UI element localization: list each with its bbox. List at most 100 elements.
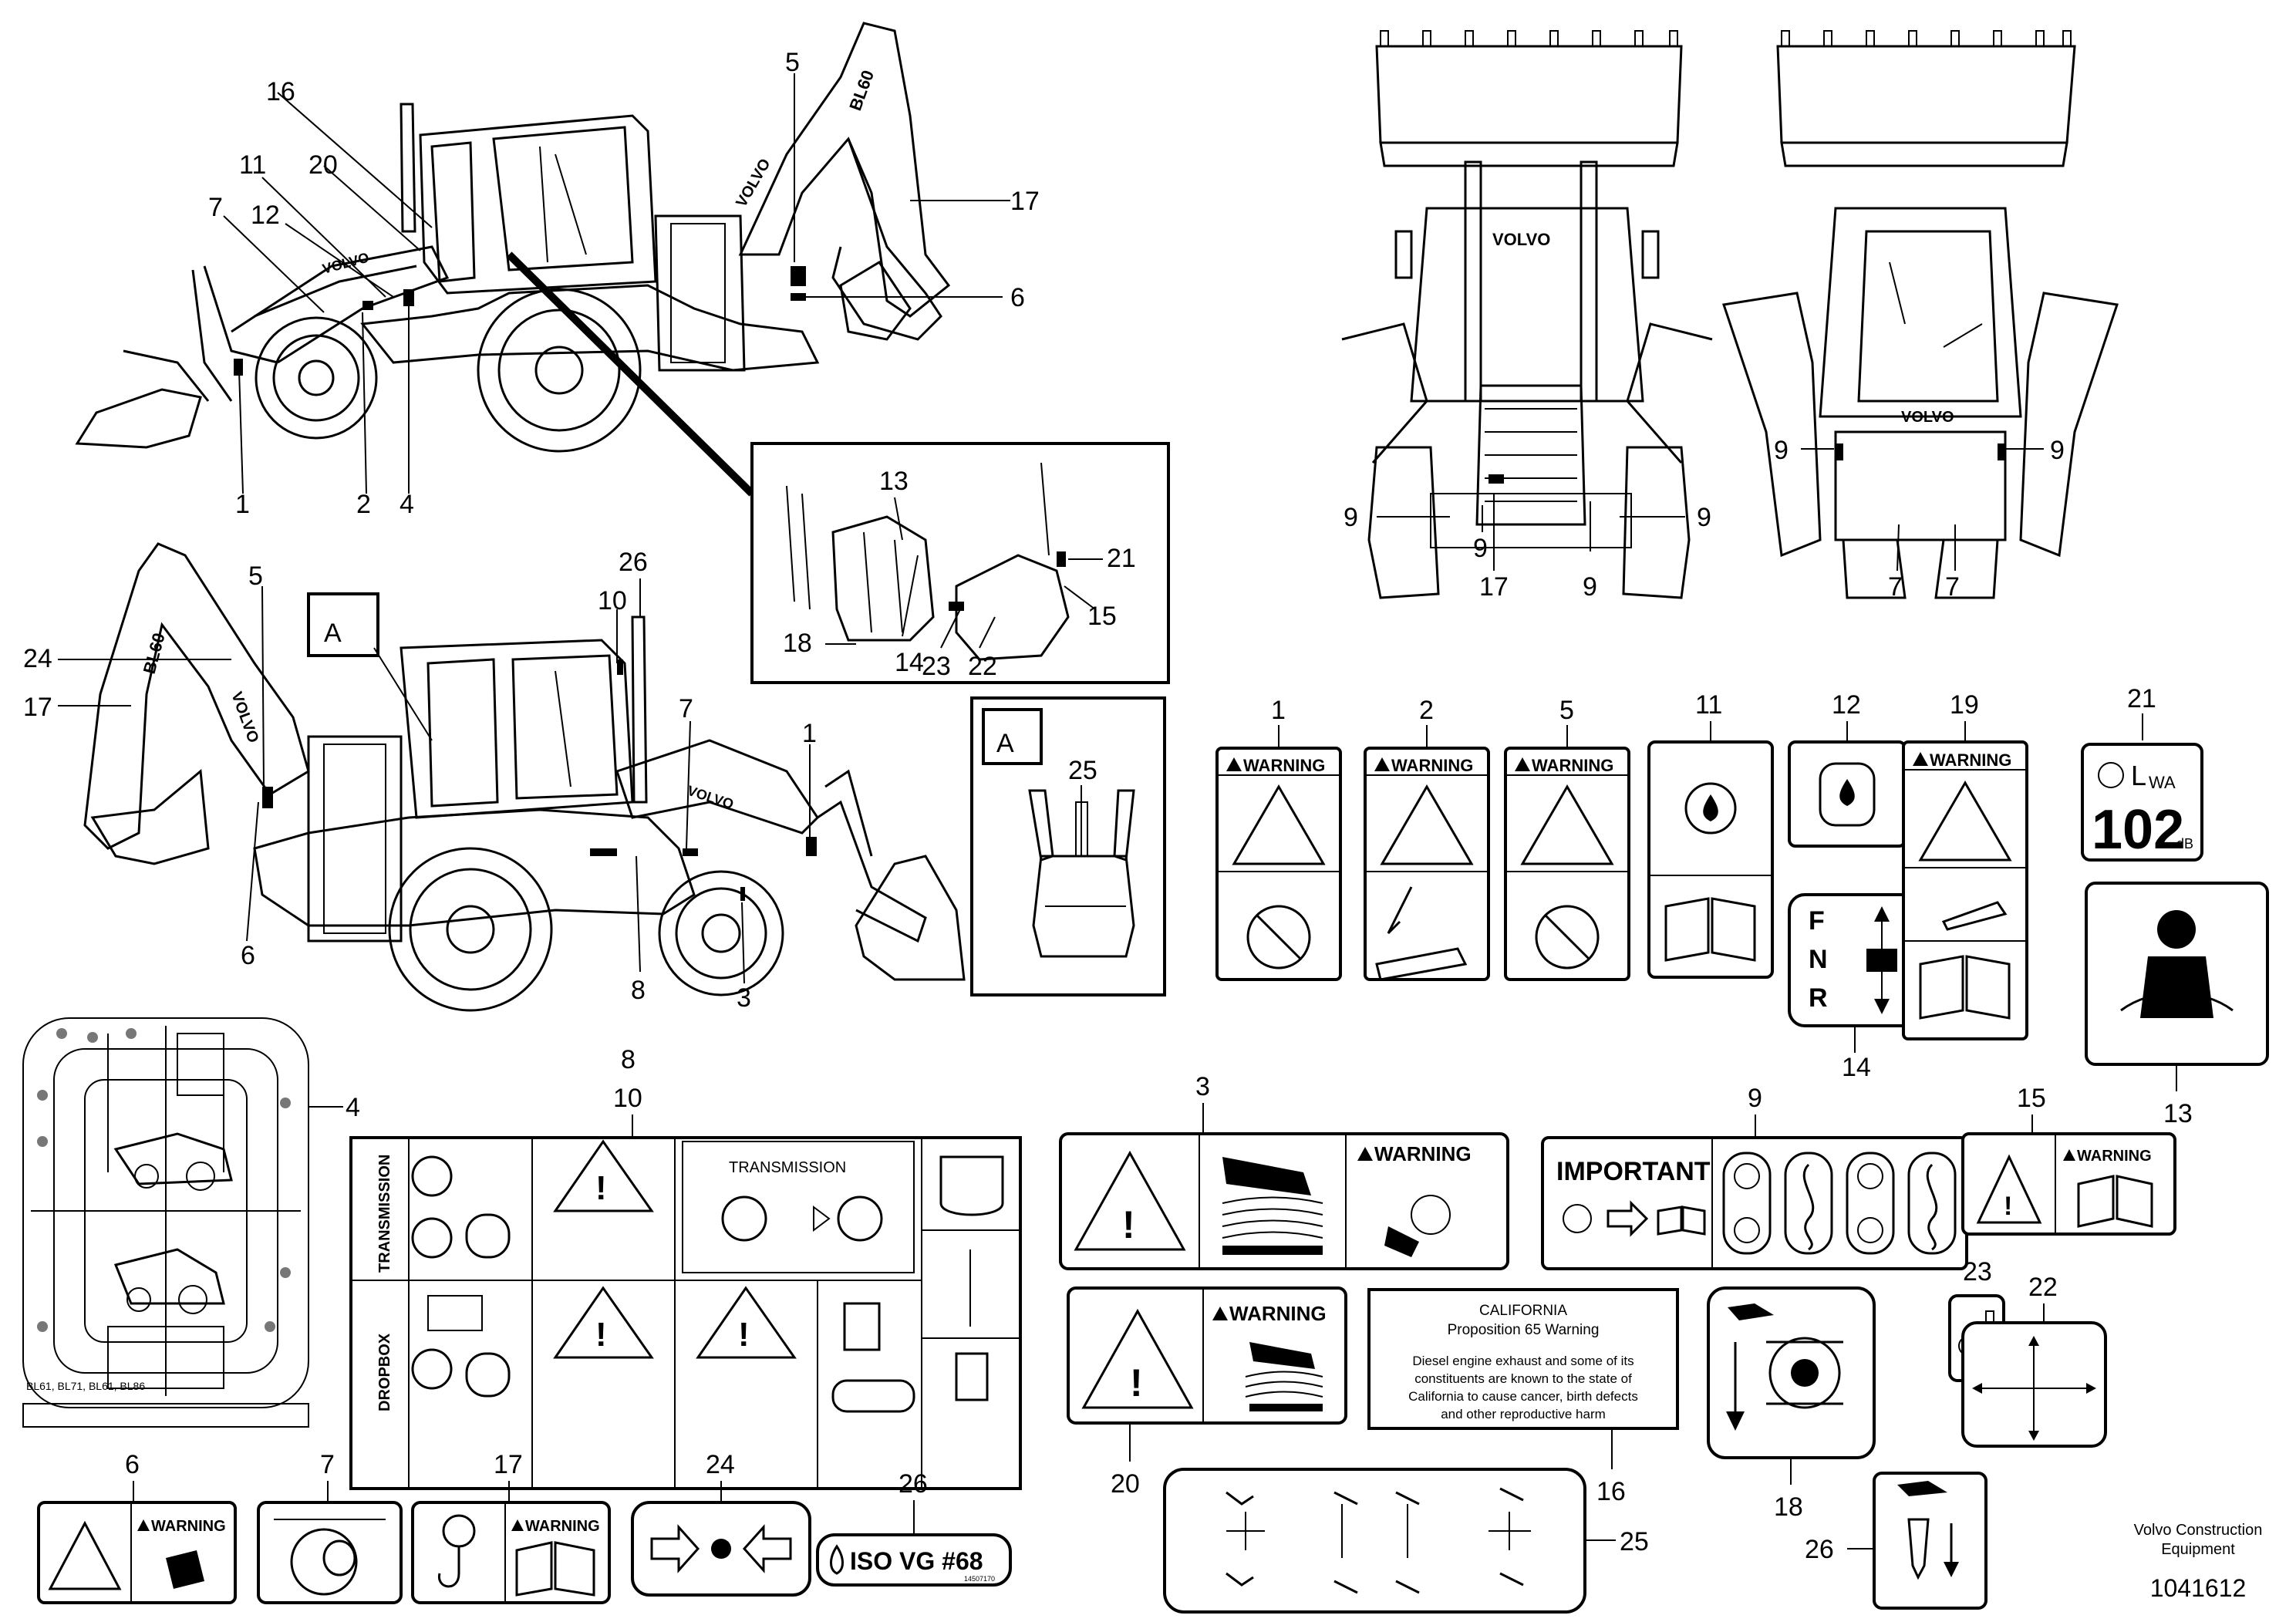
svg-text:18: 18	[1774, 1492, 1803, 1522]
svg-text:10: 10	[613, 1084, 642, 1113]
svg-text:1: 1	[1271, 696, 1286, 725]
decal-22: 22	[1961, 1273, 2107, 1448]
svg-text:WA: WA	[2149, 773, 2176, 792]
svg-text:16: 16	[1596, 1477, 1626, 1506]
callout-17-bottom: 17	[23, 693, 52, 722]
front-view: VOLVO 9 9 17 9 9	[1341, 30, 1713, 602]
decal-4: BL61, BL71, BL61, BL86 4	[22, 1017, 360, 1428]
callout-12: 12	[251, 201, 280, 230]
decal-5: 5 WARNING	[1504, 696, 1630, 981]
callout-16: 16	[266, 77, 295, 106]
decal-17: 17 WARNING	[411, 1450, 611, 1604]
svg-text:22: 22	[2028, 1273, 2058, 1302]
svg-text:WARNING: WARNING	[1229, 1302, 1327, 1325]
decal-3: 3 ! WARNING	[1059, 1072, 1509, 1270]
svg-text:14: 14	[1842, 1053, 1871, 1082]
top-side-view: BL60 VOLVO VOLVO 16 20 11 12 7 1 2 4 5 1…	[75, 22, 1040, 519]
rear-callout-9-right: 9	[2050, 436, 2065, 465]
decal-2: 2 WARNING	[1364, 696, 1490, 981]
svg-text:20: 20	[1111, 1469, 1140, 1499]
svg-text:5: 5	[1559, 696, 1574, 725]
inset-callout-18: 18	[783, 629, 812, 658]
svg-text:TRANSMISSION: TRANSMISSION	[729, 1159, 846, 1176]
callout-1-top: 1	[235, 490, 250, 519]
inset-callout-22: 22	[968, 652, 997, 681]
svg-text:4: 4	[346, 1093, 360, 1122]
callout-17-top: 17	[1010, 187, 1040, 216]
svg-text:WARNING: WARNING	[2077, 1148, 2152, 1165]
svg-text:WARNING: WARNING	[1532, 756, 1613, 775]
svg-text:L: L	[2131, 760, 2146, 791]
svg-text:N: N	[1809, 945, 1828, 974]
decal-15: 15 ! WARNING	[1961, 1084, 2176, 1236]
svg-text:!: !	[595, 1316, 607, 1354]
svg-text:8: 8	[621, 1045, 636, 1074]
svg-text:CALIFORNIA: CALIFORNIA	[1479, 1303, 1567, 1319]
svg-text:BL61, BL71, BL61, BL86: BL61, BL71, BL61, BL86	[26, 1380, 145, 1392]
front-callout-9-mid-right: 9	[1583, 572, 1597, 602]
svg-text:dB: dB	[2176, 836, 2193, 851]
decal-26-top: 26 ISO VG #68 14507170	[816, 1469, 1012, 1587]
callout-6-bottom: 6	[241, 941, 255, 970]
decal-18: 18	[1707, 1286, 1876, 1522]
decal-1: 1 WARNING	[1215, 696, 1342, 981]
company-line-1: Volvo Construction	[2134, 1522, 2263, 1539]
svg-text:14507170: 14507170	[964, 1575, 995, 1583]
inset-callout-21: 21	[1107, 544, 1136, 573]
svg-text:102: 102	[2092, 799, 2184, 861]
svg-text:25: 25	[1620, 1527, 1649, 1556]
rear-callout-7-left: 7	[1888, 572, 1903, 602]
svg-text:WARNING: WARNING	[525, 1518, 600, 1535]
callout-2: 2	[356, 490, 371, 519]
svg-text:23: 23	[1963, 1257, 1992, 1286]
footer: Volvo Construction Equipment 1041612	[2134, 1522, 2263, 1602]
decal-6: 6 WARNING	[37, 1450, 237, 1604]
view-marker-A: A	[324, 619, 342, 648]
svg-text:WARNING: WARNING	[1374, 1142, 1472, 1165]
callout-1-bottom: 1	[802, 719, 817, 748]
boom-brand-label-2: VOLVO	[228, 690, 261, 745]
decal-12: 12	[1788, 690, 1907, 848]
callout-26-bottom: 26	[619, 548, 648, 577]
decal-25: 25	[1163, 1468, 1649, 1614]
svg-text:19: 19	[1950, 690, 1979, 720]
decal-24: 24	[631, 1450, 811, 1597]
inset-callout-23: 23	[922, 652, 951, 681]
svg-text:6: 6	[125, 1450, 140, 1479]
svg-text:IMPORTANT: IMPORTANT	[1556, 1157, 1711, 1186]
decal-7: 7	[257, 1450, 403, 1604]
svg-text:DROPBOX: DROPBOX	[376, 1333, 393, 1411]
callout-7-top: 7	[208, 193, 223, 222]
rear-view: VOLVO 9 9 7 7	[1722, 30, 2119, 602]
svg-text:!: !	[595, 1169, 607, 1207]
boom-model-label: BL60	[845, 68, 878, 113]
detail-inset: 13 21 15 18 14 23 22	[750, 442, 1170, 684]
callout-8-bottom: 8	[631, 976, 646, 1005]
svg-text:11: 11	[1695, 690, 1722, 720]
part-number: 1041612	[2150, 1574, 2247, 1602]
decal-26-bottom: 26	[1805, 1472, 1988, 1610]
svg-text:15: 15	[2017, 1084, 2046, 1113]
inset-callout-14: 14	[895, 648, 924, 677]
svg-text:Diesel engine exhaust and some: Diesel engine exhaust and some of its	[1412, 1354, 1633, 1368]
callout-20: 20	[308, 150, 338, 180]
svg-text:13: 13	[2163, 1099, 2193, 1128]
rear-callout-9-left: 9	[1774, 436, 1789, 465]
callout-11: 11	[239, 150, 266, 180]
decal-13: 13	[2085, 882, 2269, 1128]
inset-callout-15: 15	[1087, 602, 1117, 631]
svg-text:!: !	[738, 1316, 750, 1354]
callout-7-bottom: 7	[679, 694, 693, 723]
company-line-2: Equipment	[2161, 1541, 2235, 1558]
callout-10-bottom: 10	[598, 586, 627, 615]
hook-icons	[1722, 1152, 1957, 1255]
detail-a-callout-25: 25	[1068, 756, 1097, 785]
callout-5-bottom: 5	[248, 561, 263, 591]
svg-text:9: 9	[1748, 1084, 1762, 1113]
front-callout-9-left: 9	[1344, 503, 1358, 532]
svg-text:26: 26	[1805, 1535, 1834, 1564]
svg-text:Proposition 65 Warning: Proposition 65 Warning	[1448, 1322, 1600, 1338]
svg-text:!: !	[1130, 1361, 1143, 1404]
front-callout-9-mid-left: 9	[1473, 534, 1488, 563]
svg-text:3: 3	[1195, 1072, 1210, 1101]
